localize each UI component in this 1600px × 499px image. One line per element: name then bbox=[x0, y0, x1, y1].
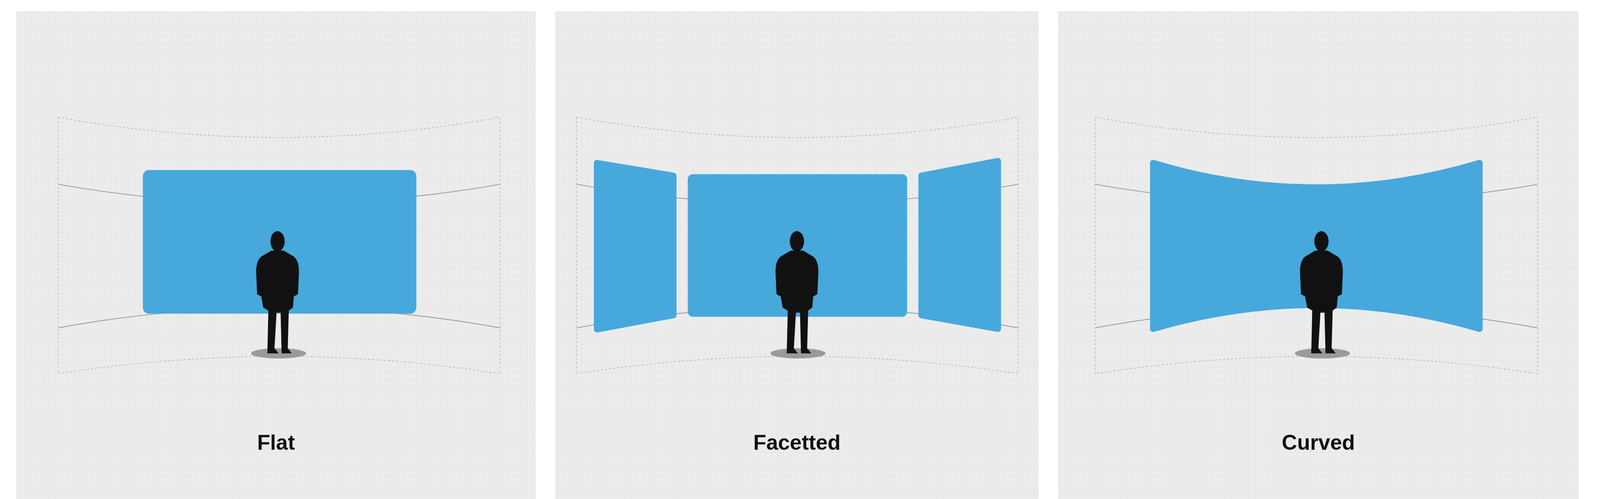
panel-ground bbox=[1058, 11, 1579, 499]
panel-label: Facetted bbox=[555, 430, 1039, 456]
person-silhouette bbox=[256, 231, 300, 354]
volume-outline bbox=[576, 117, 1019, 375]
right-facet bbox=[921, 160, 998, 330]
panel-ground bbox=[555, 11, 1039, 499]
panel-ground bbox=[16, 11, 536, 499]
left-facet bbox=[596, 163, 674, 330]
volume-outline bbox=[1094, 117, 1538, 375]
person-silhouette bbox=[1300, 231, 1344, 354]
panel-grid bbox=[555, 11, 1039, 499]
person-silhouette bbox=[775, 231, 819, 354]
panel: Flat bbox=[16, 11, 536, 499]
panel-grid bbox=[16, 11, 536, 499]
flat-panel-art bbox=[16, 11, 536, 499]
curved-panel-art bbox=[1058, 11, 1579, 499]
volume-outline bbox=[58, 117, 500, 375]
panel: Facetted bbox=[555, 11, 1039, 499]
panel-label: Curved bbox=[1058, 430, 1579, 456]
panel-label: Flat bbox=[16, 430, 536, 456]
facetted-panel-art bbox=[555, 11, 1039, 499]
panel: Curved bbox=[1058, 11, 1579, 499]
panel-grid bbox=[1058, 11, 1579, 499]
